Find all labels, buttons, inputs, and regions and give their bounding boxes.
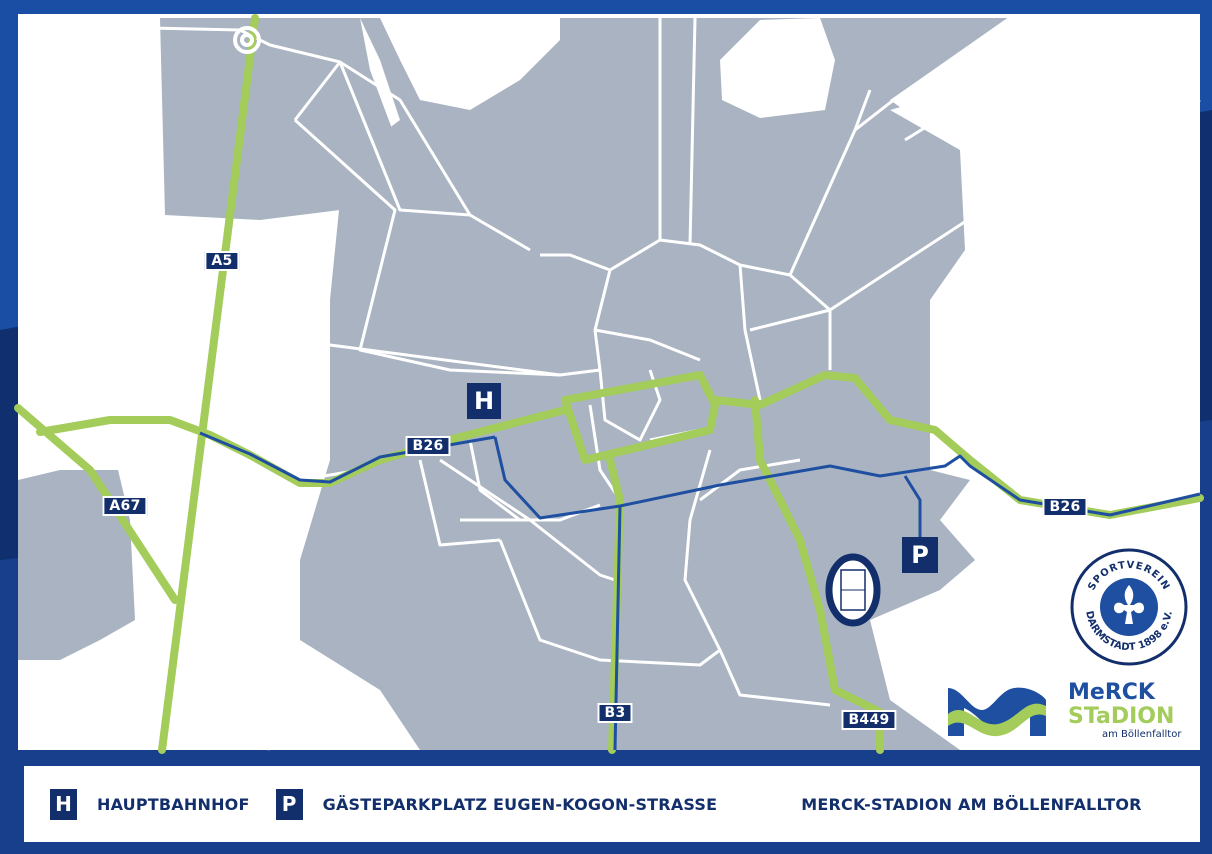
- road-label-a5: A5: [204, 251, 240, 271]
- legend-stadium-label: MERCK-STADION AM BÖLLENFALLTOR: [801, 794, 1142, 814]
- west-district: [18, 470, 135, 660]
- legend-stadium: MERCK-STADION AM BÖLLENFALLTOR: [801, 795, 1141, 814]
- legend-parking: P GÄSTEPARKPLATZ EUGEN-KOGON-STRASSE: [275, 788, 718, 820]
- legend-hauptbahnhof: H HAUPTBAHNHOF: [50, 788, 250, 820]
- street-network: [17, 16, 1201, 751]
- legend-parking-label: GÄSTEPARKPLATZ EUGEN-KOGON-STRASSE: [322, 794, 718, 814]
- merck-stadion-logo: MeRCK STaDION am Böllenfalltor: [942, 678, 1192, 744]
- logo-line3: am Böllenfalltor: [1102, 729, 1182, 740]
- stadium-marker: [825, 553, 881, 627]
- city-area: [160, 18, 1010, 750]
- parking-marker: P: [902, 537, 938, 573]
- logo-line1: MeRCK: [1068, 680, 1155, 705]
- logo-line2: STaDION: [1068, 704, 1175, 729]
- road-label-b3: B3: [597, 703, 633, 723]
- legend-hauptbahnhof-label: HAUPTBAHNHOF: [97, 794, 250, 814]
- road-label-a67: A67: [102, 496, 148, 516]
- legend-hauptbahnhof-symbol: H: [50, 788, 77, 820]
- sv-darmstadt-crest: SPORTVEREIN DARMSTADT 1898 e.V.: [1070, 548, 1188, 666]
- road-label-b26-west: B26: [405, 436, 451, 456]
- map-legend: H HAUPTBAHNHOF P GÄSTEPARKPLATZ EUGEN-KO…: [24, 766, 1200, 842]
- park-clearing: [720, 18, 835, 118]
- legend-parking-symbol: P: [275, 788, 303, 820]
- road-label-b449: B449: [841, 710, 897, 730]
- road-label-b26-east: B26: [1042, 497, 1088, 517]
- motorway-interchange: [233, 26, 261, 54]
- hauptbahnhof-marker: H: [467, 383, 501, 419]
- merck-m-graphic: [948, 687, 1046, 737]
- northeast-clearing: [890, 70, 1040, 150]
